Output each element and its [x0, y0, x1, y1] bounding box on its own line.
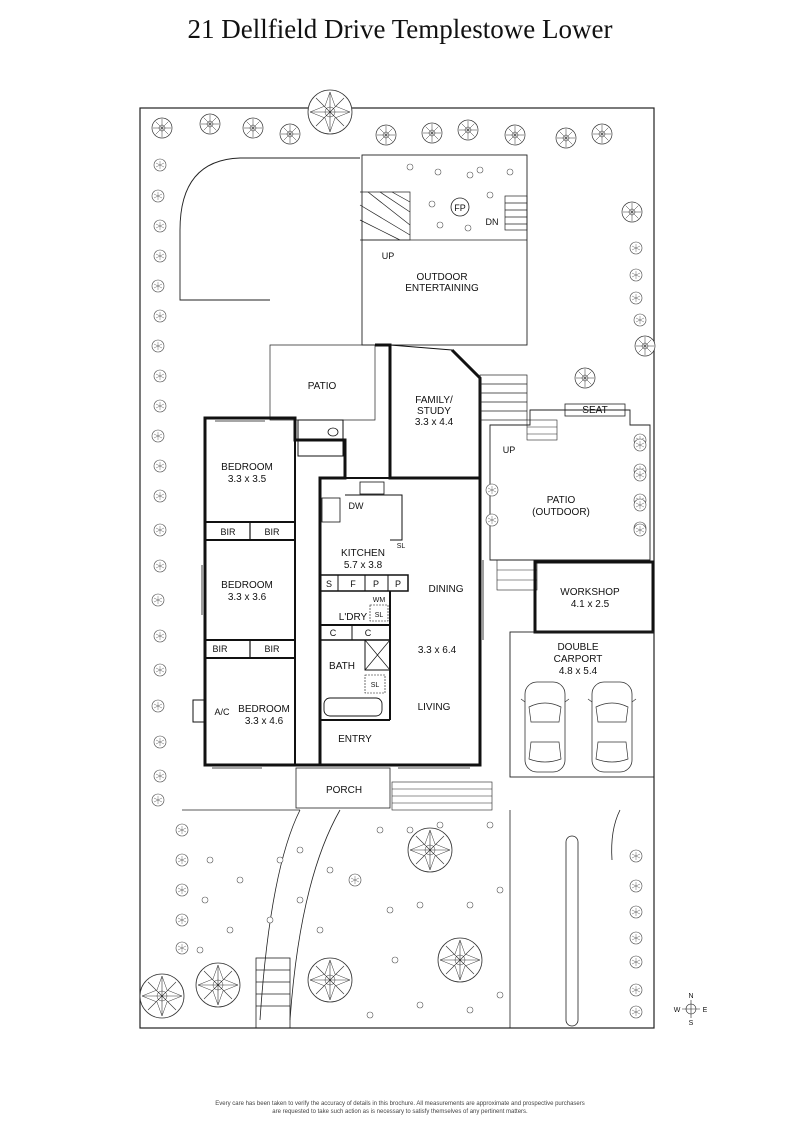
living-size: 3.3 x 6.4: [418, 645, 457, 656]
compass-icon: [682, 1000, 700, 1018]
porch-label: PORCH: [326, 785, 362, 796]
p-label-2: P: [395, 579, 401, 589]
site-boundary: [139, 107, 655, 1029]
front-garden-path: [182, 809, 621, 1029]
bedroom1-label: BEDROOM: [221, 462, 273, 473]
patio-top-label: PATIO: [308, 381, 337, 392]
disclaimer-line-2: are requested to take such action as is …: [272, 1109, 528, 1115]
patio-outdoor-area: [489, 409, 651, 561]
c-label-1: C: [330, 628, 337, 638]
family-label-2: STUDY: [417, 406, 451, 417]
up-label-1: UP: [382, 251, 395, 261]
patio-steps: [496, 419, 558, 591]
fp-label: FP: [454, 203, 466, 213]
bir-label-3: BIR: [212, 644, 228, 654]
sl-label-1: SL: [397, 543, 406, 550]
carport-size: 4.8 x 5.4: [559, 666, 598, 677]
patio-top-area: [269, 344, 376, 421]
laundry-label: L'DRY: [339, 612, 368, 623]
outdoor-label-1: OUTDOOR: [416, 272, 467, 283]
porch: [295, 767, 391, 809]
carport-label-1: DOUBLE: [557, 642, 598, 653]
c-label-2: C: [365, 628, 372, 638]
bedroom2-size: 3.3 x 3.6: [228, 592, 267, 603]
ac-label: A/C: [214, 707, 230, 717]
dn-label: DN: [486, 217, 499, 227]
compass-labels: N S E W: [674, 993, 708, 1027]
fixture-labels: FP DN UP UP DW SL WM SL SL BIR BIR BIR B…: [212, 203, 515, 717]
room-labels: OUTDOOR ENTERTAINING PATIO FAMILY/ STUDY…: [221, 272, 620, 796]
family-stairs: [479, 374, 528, 421]
kitchen-label: KITCHEN: [341, 548, 385, 559]
workshop-size: 4.1 x 2.5: [571, 599, 610, 610]
sl-label-3: SL: [371, 682, 380, 689]
windows: [201, 417, 484, 769]
bath-label: BATH: [329, 661, 355, 672]
entry-label: ENTRY: [338, 734, 372, 745]
stairs-up: [359, 191, 411, 241]
bir-label-4: BIR: [264, 644, 280, 654]
bedroom3-label: BEDROOM: [238, 704, 290, 715]
kitchen-size: 5.7 x 3.8: [344, 560, 383, 571]
plan-title: 21 Dellfield Drive Templestowe Lower: [187, 14, 613, 44]
disclaimer-line-1: Every care has been taken to verify the …: [215, 1101, 585, 1107]
compass-s: S: [689, 1020, 694, 1027]
outdoor-entertaining-area: [361, 154, 528, 346]
patio-outdoor-label: PATIO: [547, 495, 576, 506]
sl-label-2: SL: [375, 612, 384, 619]
carport-label-2: CARPORT: [554, 654, 603, 665]
porch-steps: [391, 781, 493, 811]
s-label: S: [326, 579, 332, 589]
dining-label: DINING: [429, 584, 464, 595]
car-1: [520, 681, 570, 773]
driveway-curve: [179, 157, 360, 231]
p-label-1: P: [373, 579, 379, 589]
workshop-label: WORKSHOP: [560, 587, 620, 598]
fireplace-icon: [450, 197, 470, 217]
outdoor-label-2: ENTERTAINING: [405, 283, 479, 294]
seat: [564, 403, 626, 417]
dw-label: DW: [349, 501, 364, 511]
car-2: [587, 681, 637, 773]
bir-label-1: BIR: [220, 527, 236, 537]
family-label-1: FAMILY/: [415, 395, 453, 406]
front-garden-plants: [196, 821, 504, 1019]
bedroom1-size: 3.3 x 3.5: [228, 474, 267, 485]
wm-label: WM: [373, 597, 386, 604]
compass-e: E: [703, 1007, 708, 1014]
f-label: F: [350, 579, 356, 589]
stairs-down: [504, 195, 528, 231]
bir-label-2: BIR: [264, 527, 280, 537]
patio-outdoor-sub: (OUTDOOR): [532, 507, 590, 518]
seat-label: SEAT: [582, 405, 607, 416]
living-label: LIVING: [418, 702, 451, 713]
compass-n: N: [688, 993, 693, 1000]
bedroom2-label: BEDROOM: [221, 580, 273, 591]
compass-w: W: [674, 1007, 681, 1014]
up-label-2: UP: [503, 445, 516, 455]
lawn-edge: [179, 230, 270, 301]
double-carport: [509, 631, 655, 778]
family-label-3: 3.3 x 4.4: [415, 417, 454, 428]
bedroom3-size: 3.3 x 4.6: [245, 716, 284, 727]
